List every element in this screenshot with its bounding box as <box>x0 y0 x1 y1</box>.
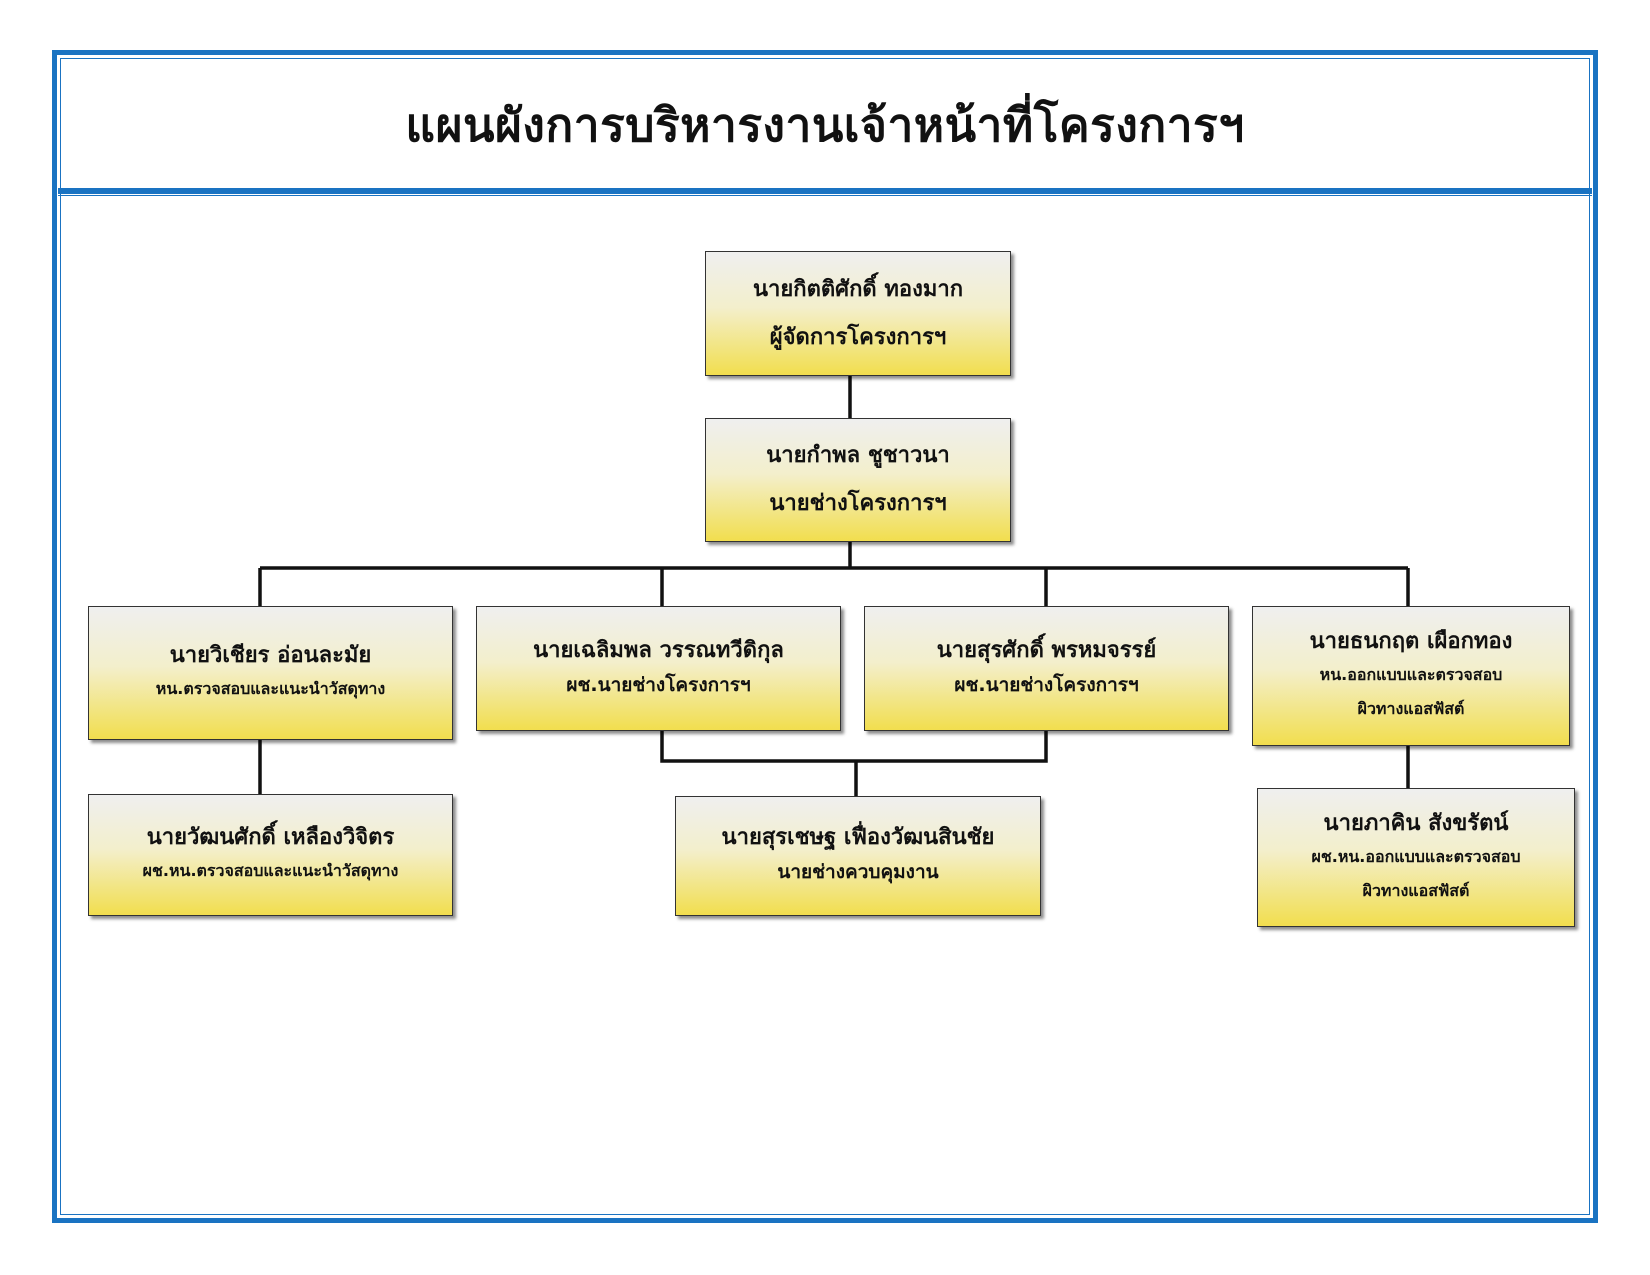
node-role-line-1: หน.ออกแบบและตรวจสอบ <box>1319 665 1503 684</box>
node-name: นายกิตติศักดิ์ ทองมาก <box>752 276 964 302</box>
chart-title: แผนผังการบริหารงานเจ้าหน้าที่โครงการฯ <box>405 97 1245 152</box>
title-divider <box>58 188 1592 196</box>
node-name: นายสุรเชษฐ เฟื่องวัฒนสินชัย <box>721 825 995 850</box>
node-project-engineer: นายกำพล ชูชาวนา นายช่างโครงการฯ <box>705 418 1011 542</box>
node-role-line-2: ผิวทางแอสฟัสต์ <box>1357 699 1465 718</box>
node-head-design: นายธนกฤต เผือกทอง หน.ออกแบบและตรวจสอบ ผิ… <box>1252 606 1570 746</box>
node-assistant-engineer-1: นายเฉลิมพล วรรณทวีดิกุล ผช.นายช่างโครงกา… <box>476 606 841 731</box>
node-name: นายภาคิน สังขรัตน์ <box>1323 810 1509 836</box>
node-name: นายธนกฤต เผือกทอง <box>1309 629 1513 654</box>
node-role: ผช.นายช่างโครงการฯ <box>954 673 1139 696</box>
node-name: นายสุรศักดิ์ พรหมจรรย์ <box>936 637 1157 663</box>
node-project-manager: นายกิตติศักดิ์ ทองมาก ผู้จัดการโครงการฯ <box>705 251 1011 376</box>
node-name: นายกำพล ชูชาวนา <box>766 443 950 468</box>
outer-frame <box>52 50 1598 1223</box>
node-site-supervisor: นายสุรเชษฐ เฟื่องวัฒนสินชัย นายช่างควบคุ… <box>675 796 1041 916</box>
node-role: ผช.หน.ตรวจสอบและแนะนำวัสดุทาง <box>142 861 399 880</box>
node-assistant-head-design: นายภาคิน สังขรัตน์ ผช.หน.ออกแบบและตรวจสอ… <box>1257 788 1575 927</box>
node-name: นายวัฒนศักดิ์ เหลืองวิจิตร <box>146 825 395 850</box>
node-name: นายเฉลิมพล วรรณทวีดิกุล <box>533 637 784 663</box>
node-head-inspection: นายวิเชียร อ่อนละมัย หน.ตรวจสอบและแนะนำว… <box>88 606 453 740</box>
node-role: นายช่างโครงการฯ <box>769 491 947 516</box>
inner-frame <box>60 58 1590 1215</box>
node-role: ผู้จัดการโครงการฯ <box>769 324 947 350</box>
node-role: หน.ตรวจสอบและแนะนำวัสดุทาง <box>155 679 386 698</box>
node-role-line-1: ผช.หน.ออกแบบและตรวจสอบ <box>1311 846 1521 866</box>
node-assistant-head-inspection: นายวัฒนศักดิ์ เหลืองวิจิตร ผช.หน.ตรวจสอบ… <box>88 794 453 916</box>
node-role: ผช.นายช่างโครงการฯ <box>566 673 751 696</box>
node-role-line-2: ผิวทางแอสฟัสต์ <box>1362 880 1470 900</box>
node-assistant-engineer-2: นายสุรศักดิ์ พรหมจรรย์ ผช.นายช่างโครงการ… <box>864 606 1229 731</box>
node-name: นายวิเชียร อ่อนละมัย <box>169 643 372 668</box>
connector-assistants-supervisor <box>660 731 1048 763</box>
node-role: นายช่างควบคุมงาน <box>777 861 939 883</box>
